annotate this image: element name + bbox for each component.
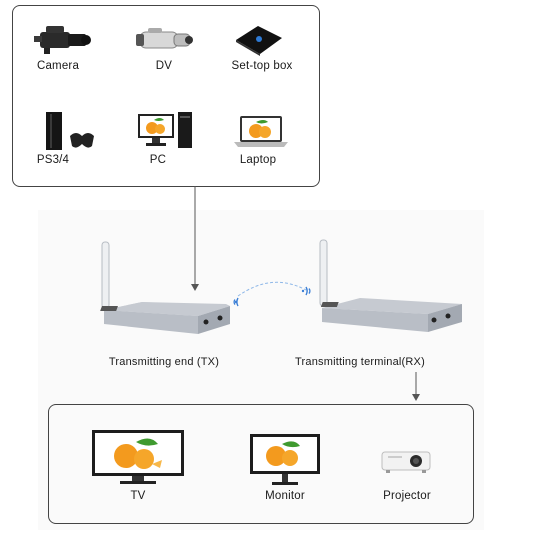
wifi-rx-icon [301, 286, 311, 296]
set-top-box-label: Set-top box [231, 60, 293, 72]
laptop-label: Laptop [239, 154, 277, 166]
diagram-background [38, 210, 484, 530]
display-devices-box [48, 404, 474, 524]
monitor-icon [250, 434, 320, 485]
camera-label: Camera [36, 60, 80, 72]
ps-console-icon [46, 112, 94, 150]
projector-icon [381, 451, 431, 473]
wifi-tx-icon [233, 297, 239, 307]
ps-label: PS3/4 [36, 154, 70, 166]
rx-label: Transmitting terminal(RX) [295, 356, 425, 368]
set-top-box-icon [236, 26, 282, 56]
laptop-icon [234, 116, 288, 147]
receiver-device-icon [319, 239, 462, 332]
pc-label: PC [149, 154, 167, 166]
tv-label: TV [130, 490, 146, 502]
tv-icon [92, 430, 184, 484]
monitor-label: Monitor [265, 490, 305, 502]
source-devices-box [12, 5, 320, 187]
dv-camcorder-icon [136, 28, 193, 49]
camera-icon [34, 26, 91, 54]
transmitter-device-icon [100, 241, 230, 334]
projector-label: Projector [383, 490, 431, 502]
dv-label: DV [155, 60, 173, 72]
pc-icon [138, 112, 192, 148]
tx-label: Transmitting end (TX) [108, 356, 220, 368]
